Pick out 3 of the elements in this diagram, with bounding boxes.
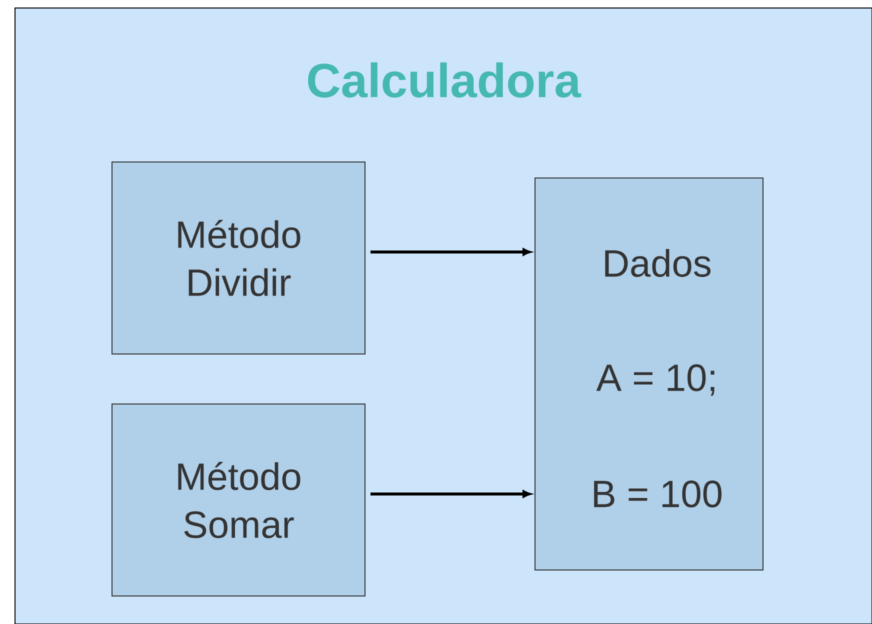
method-box: Método Dividir xyxy=(112,162,366,354)
data-box: Dados A = 10; B = 100 xyxy=(534,178,764,570)
method-box: Método Somar xyxy=(112,404,366,596)
